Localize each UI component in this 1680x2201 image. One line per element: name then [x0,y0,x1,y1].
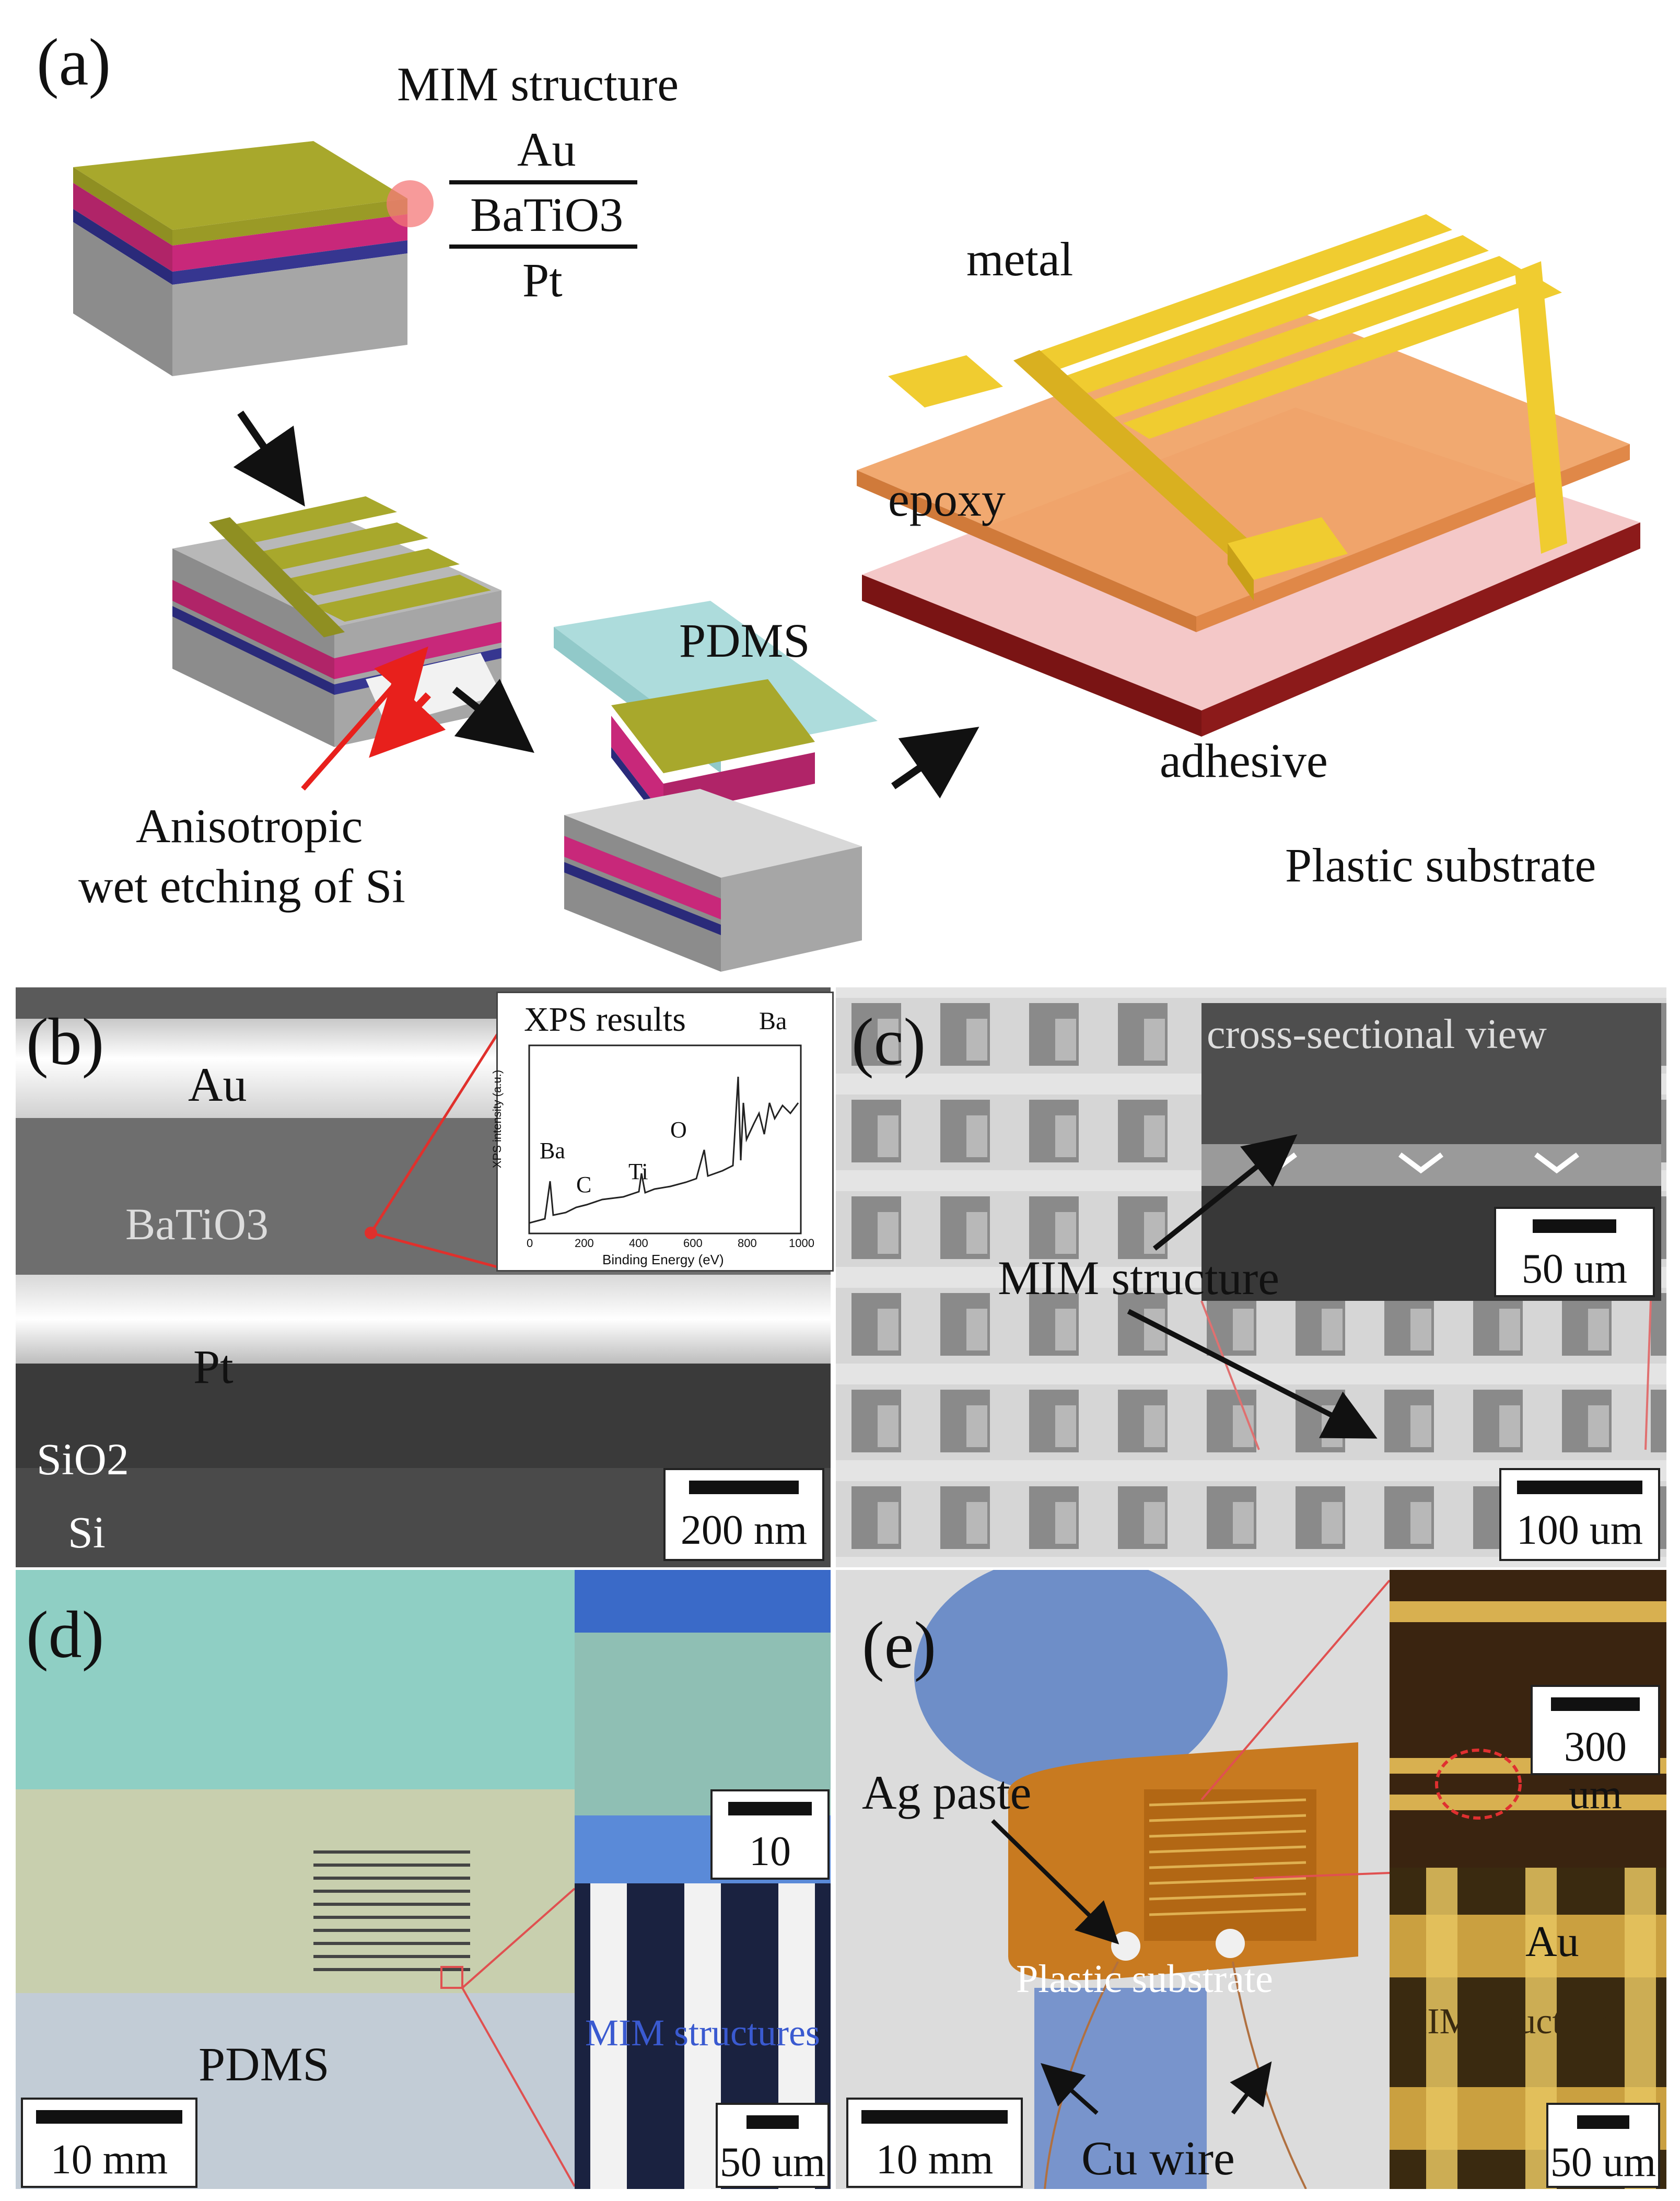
e-scale-bar: 10 mm [846,2098,1023,2188]
cross-section-inset: cross-sectional view 50 um [1201,1003,1661,1301]
e-ag-paste-label: Ag paste [862,1766,1032,1819]
xps-xtick-4: 800 [738,1237,757,1250]
xps-inset: XPS results XPS intensity (a.u.) Binding… [491,992,834,1272]
d-inset-bottom-scale-bar: 50 um [716,2103,830,2188]
c-scale-bar: 100 um [1499,1468,1660,1561]
b-au-label: Au [188,1058,247,1111]
stack-divider-2 [449,244,637,249]
e-plastic-substrate-label: Plastic substrate [1016,1957,1273,2001]
e-inset-top-scale-bar: 300 um [1531,1685,1660,1818]
d-inset-bottom-scale-text: 50 um [719,2139,826,2185]
xps-pointer-line [365,1002,519,1271]
pdms-label: PDMS [679,614,810,667]
panel-a-label: (a) [37,25,111,99]
xps-peak-ba-1: Ba [540,1138,565,1163]
panel-a: (a) MIM structure Au BaTiO3 Pt [0,0,1680,982]
xps-xtick-0: 0 [527,1237,533,1250]
b-scale-text: 200 nm [680,1507,808,1553]
wafer-stack-diagram [73,141,434,376]
d-inset-top-scale-bar: 10 mm [710,1789,830,1922]
xps-xtick-5: 1000 [789,1237,814,1250]
d-electrode-pattern [313,1850,576,2187]
b-sio2-label: SiO2 [37,1434,129,1484]
c-inset-title: cross-sectional view [1207,1011,1547,1057]
b-scale-bar: 200 nm [663,1468,824,1561]
xps-xtick-2: 400 [629,1237,648,1250]
b-batio3-label: BaTiO3 [125,1199,269,1249]
c-mim-label: MIM structure [998,1251,1280,1305]
b-si-label: Si [68,1507,106,1557]
d-inset-bottom: MIM structures 50 um [575,1883,831,2189]
adhesive-label: adhesive [1160,734,1328,787]
panel-d-label: (d) [26,1598,104,1672]
e-inset-top: 300 um [1390,1570,1666,1868]
e-inset-bottom-scale-text: 50 um [1550,2139,1656,2185]
c-inset-scale-bar: 50 um [1494,1207,1655,1297]
e-inset-bottom: Au MIM structures 50 um [1390,1868,1666,2189]
c-arrows [1127,1134,1378,1439]
c-scale-text: 100 um [1516,1507,1643,1553]
pt-layer [16,1275,831,1364]
c-inset-scale-text: 50 um [1521,1246,1628,1292]
mim-structure-title: MIM structure [397,57,679,111]
stack-layer-batio3: BaTiO3 [470,188,624,241]
plastic-substrate-label: Plastic substrate [1285,839,1596,892]
xps-xtick-3: 600 [683,1237,703,1250]
e-scale-text: 10 mm [876,2137,994,2183]
e-arrows [991,1819,1272,2115]
xps-peak-o: O [670,1117,687,1143]
xps-spectrum [528,1044,802,1235]
d-scale-bar: 10 mm [21,2098,197,2188]
panel-c: cross-sectional view 50 um (c) MIM struc… [836,987,1666,1567]
process-flow-diagram [172,214,1640,972]
d-inset-top: 10 mm [575,1570,831,1922]
xps-peak-ba-2: Ba [759,1007,787,1035]
etch-label-line2: wet etching of Si [78,859,405,913]
xps-peak-c: C [576,1172,592,1197]
d-pdms-label: PDMS [199,2037,330,2091]
metal-label: metal [966,232,1074,286]
d-scale-text: 10 mm [50,2137,168,2183]
xps-title: XPS results [524,1000,686,1039]
stack-layer-pt: Pt [522,253,563,307]
xps-xtick-1: 200 [575,1237,594,1250]
stack-layer-au: Au [517,123,576,176]
panel-b: (b) Au BaTiO3 Pt SiO2 Si 200 nm [16,987,831,1567]
stack-divider-1 [449,180,637,184]
panel-c-label: (c) [851,1005,926,1079]
panel-b-label: (b) [26,1005,104,1079]
e-inset-bottom-scale-bar: 50 um [1546,2103,1660,2188]
sio2-layer [16,1364,831,1468]
xps-peak-ti: Ti [628,1159,648,1184]
panel-d: (d) PDMS 10 mm 10 mm MIM structures 50 u… [16,1570,831,2189]
d-inset-mim-label: MIM structures [585,2012,820,2054]
xps-xlabel: Binding Energy (eV) [602,1252,724,1267]
panel-e-label: (e) [862,1608,937,1682]
e-cu-wire-label: Cu wire [1081,2132,1235,2185]
epoxy-label: epoxy [888,473,1006,526]
e-inset-mim-label: MIM structures [1395,2001,1624,2042]
panel-e: (e) Ag paste Plastic substrate Cu wire 1… [836,1570,1666,2189]
b-pt-label: Pt [193,1340,234,1393]
e-inset-au-label: Au [1525,1917,1579,1966]
etch-label-line1: Anisotropic [136,799,363,853]
e-inset-top-scale-text: 300 um [1564,1724,1627,1818]
